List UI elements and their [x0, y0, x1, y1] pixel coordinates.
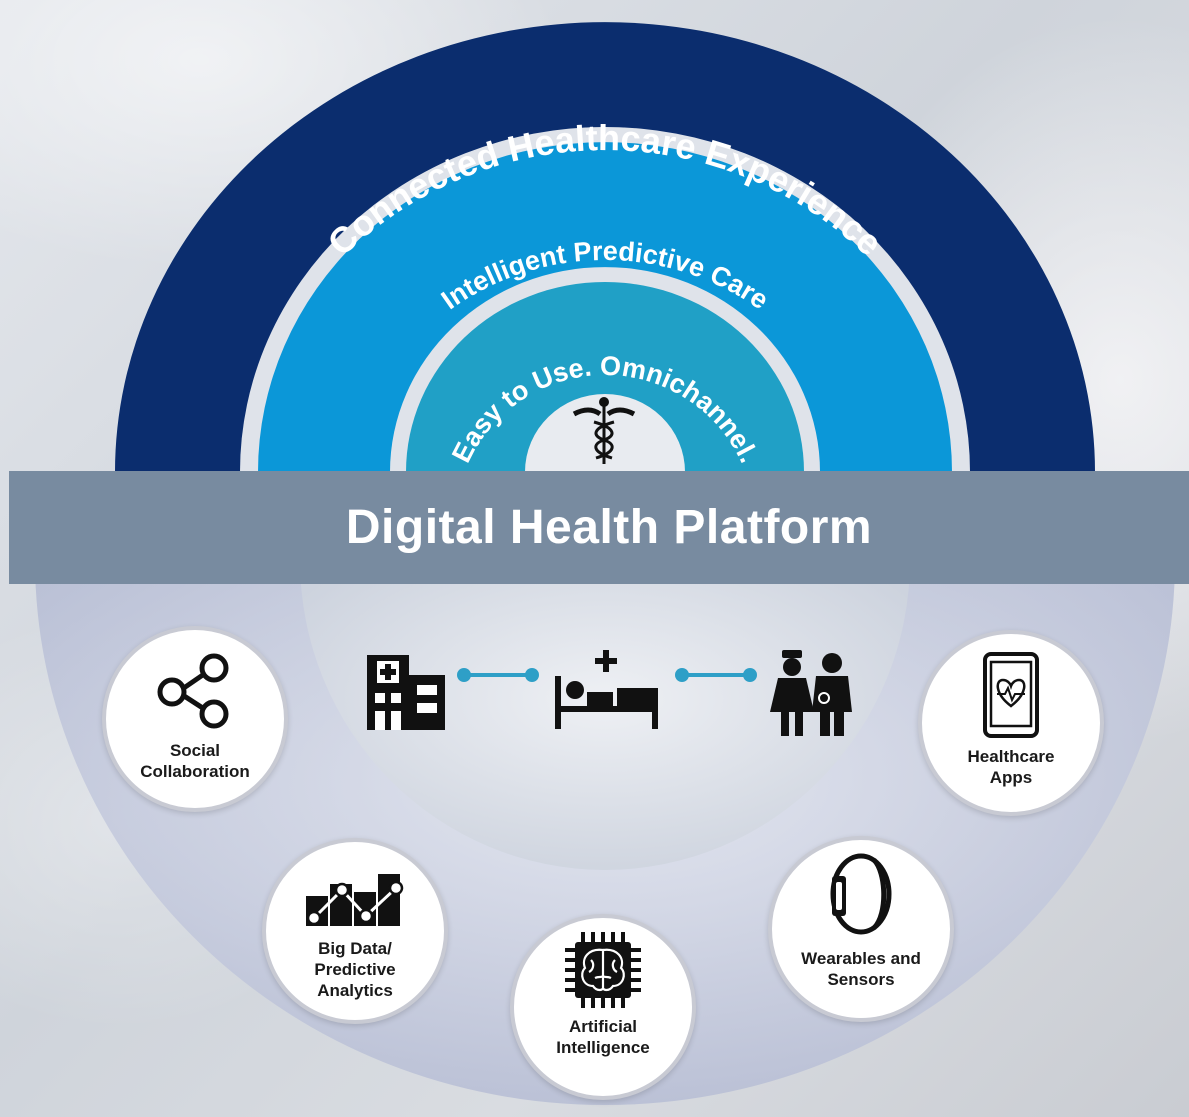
share-network-icon [157, 653, 229, 729]
bar-line-chart-icon [306, 874, 404, 926]
heart-tablet-icon [983, 652, 1039, 738]
connector-line [457, 668, 539, 682]
platform-banner: Digital Health Platform [9, 471, 1189, 584]
node-label: Social Collaboration [140, 741, 250, 781]
nurse-doctor-icon [770, 650, 852, 736]
platform-center [300, 560, 910, 870]
node-artificial-intelligence: Artificial Intelligence [510, 914, 696, 1100]
node-healthcare-apps: Healthcare Apps [918, 630, 1104, 816]
hospital-icon [367, 655, 445, 730]
brain-chip-icon [565, 932, 641, 1008]
caduceus-icon [572, 397, 636, 464]
platform-title: Digital Health Platform [345, 501, 873, 554]
patient-bed-icon [555, 650, 658, 729]
smart-band-icon [830, 853, 892, 935]
node-label: Artificial Intelligence [556, 1017, 650, 1057]
node-social-collaboration: Social Collaboration [102, 626, 288, 812]
node-big-data: Big Data/ Predictive Analytics [262, 838, 448, 1024]
node-label: Healthcare Apps [967, 747, 1055, 787]
node-label: Big Data/ Predictive Analytics [314, 939, 396, 1000]
node-label: Wearables and Sensors [801, 949, 921, 989]
connector-line [675, 668, 757, 682]
node-wearables-sensors: Wearables and Sensors [768, 836, 954, 1022]
inner-ring [406, 282, 804, 472]
